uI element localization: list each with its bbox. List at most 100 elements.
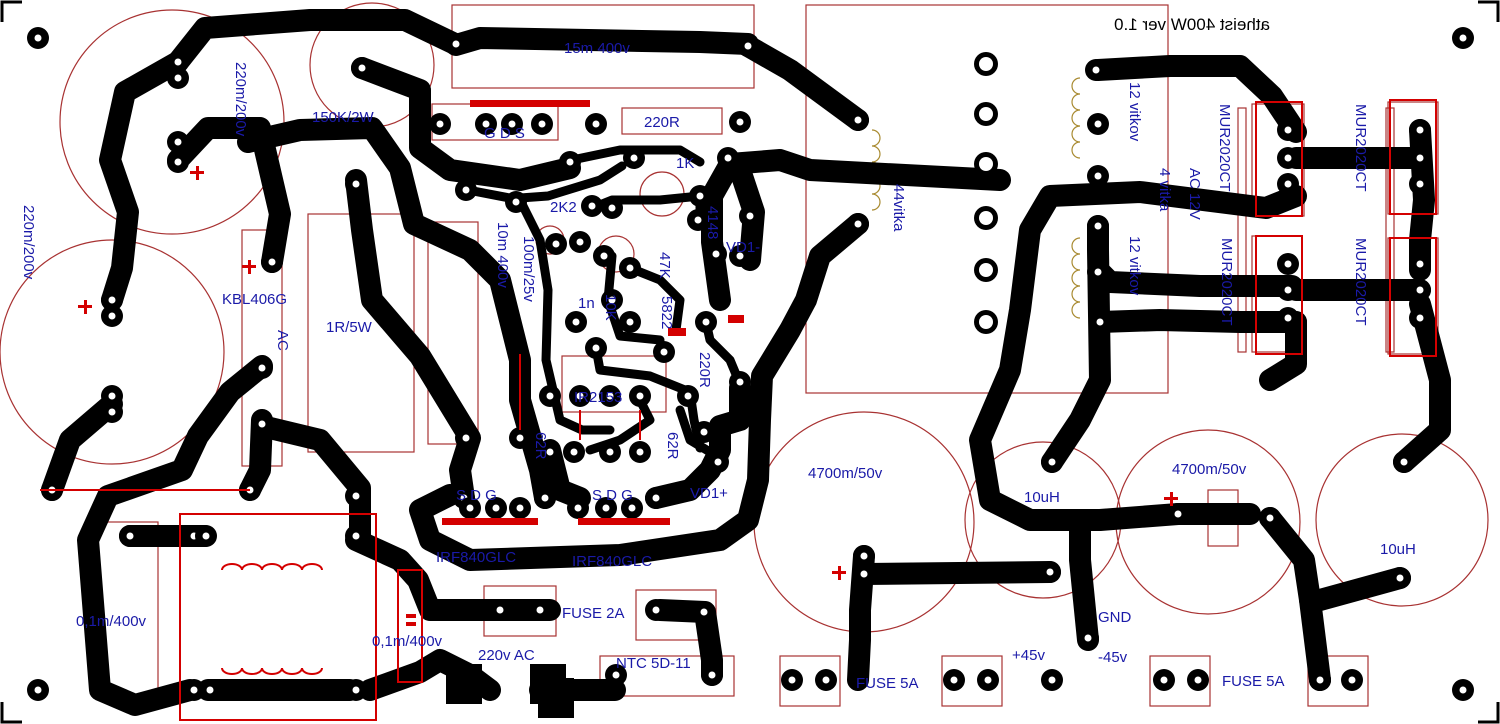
pad-hole — [190, 686, 198, 694]
pad-hole — [854, 220, 862, 228]
pad-hole — [202, 532, 210, 540]
pad-hole — [566, 158, 574, 166]
label-kbl406g: KBL406G — [222, 291, 287, 308]
pad-hole — [626, 264, 634, 272]
pad-hole — [516, 504, 524, 512]
pad-hole — [1284, 314, 1292, 322]
label-minus45: -45v — [1098, 649, 1128, 666]
square-pad — [538, 678, 574, 718]
pad-hole — [630, 154, 638, 162]
label-220v-ac: 220v AC — [478, 647, 535, 664]
square-pad — [446, 664, 482, 704]
pad-hole — [570, 448, 578, 456]
pad-hole — [174, 58, 182, 66]
label-vd1-minus: VD1- — [726, 239, 760, 256]
label-100m: 100m/25v — [520, 236, 537, 302]
pad-hole — [576, 392, 584, 400]
label-pins-a: S D G — [456, 487, 497, 504]
label-gnd: GND — [1098, 609, 1132, 626]
pad-hole — [724, 154, 732, 162]
pad-hole — [984, 676, 992, 684]
pad-hole — [592, 344, 600, 352]
component-labels: atheist 400W ver 1.0 15m 400v 220m/200v … — [20, 15, 1416, 692]
pad-hole — [258, 364, 266, 372]
label-irf840-b: IRF840GLC — [572, 553, 652, 570]
pad-hole — [1284, 154, 1292, 162]
pad-hole — [600, 252, 608, 260]
pad-hole — [626, 318, 634, 326]
pad-hole — [574, 504, 582, 512]
pad-hole — [606, 392, 614, 400]
pad-hole — [34, 34, 42, 42]
pad-hole — [606, 448, 614, 456]
label-10m: 10m 400v — [494, 222, 511, 288]
pad-hole — [1084, 634, 1092, 642]
pad-hole — [108, 408, 116, 416]
pad-hole — [694, 216, 702, 224]
pad-hole — [1094, 172, 1102, 180]
label-1k: 1K — [676, 155, 694, 172]
label-62r-a: 62R — [532, 432, 549, 460]
label-ac12v: AC 12V — [1186, 168, 1203, 220]
pad-hole — [1094, 268, 1102, 276]
pad-hole — [546, 392, 554, 400]
copper-traces — [41, 9, 1451, 716]
pad-hole — [1316, 676, 1324, 684]
pad-hole — [1284, 260, 1292, 268]
pad-hole — [482, 120, 490, 128]
pad-hole — [452, 40, 460, 48]
label-mur-1: MUR2020CT — [1216, 104, 1233, 192]
pad-hole — [1048, 458, 1056, 466]
pad-hole — [1459, 34, 1467, 42]
pad-hole — [1416, 286, 1424, 294]
pad-hole — [352, 492, 360, 500]
pad-hole — [352, 532, 360, 540]
pad-hole — [541, 494, 549, 502]
label-ac: AC — [274, 330, 291, 351]
pad-hole — [708, 671, 716, 679]
pad-hole — [602, 504, 610, 512]
pad-hole — [1284, 286, 1292, 294]
pad-hole — [592, 120, 600, 128]
pad-hole — [736, 378, 744, 386]
pad-hole — [352, 686, 360, 694]
label-2k2: 2K2 — [550, 199, 577, 216]
pad-hole — [552, 240, 560, 248]
label-220m-top: 220m/200v — [232, 62, 249, 137]
pad-hole — [714, 458, 722, 466]
label-mur-4: MUR2020CT — [1352, 238, 1369, 326]
pad-hole — [34, 686, 42, 694]
pad-hole — [744, 42, 752, 50]
label-5822: 5822 — [658, 296, 675, 329]
label-220r: 220R — [644, 114, 680, 131]
pad-hole — [1416, 180, 1424, 188]
pad-hole — [1284, 180, 1292, 188]
pad-hole — [1416, 154, 1424, 162]
pad-hole — [736, 252, 744, 260]
red-silkscreen — [40, 99, 1437, 721]
pad-hole — [1046, 568, 1054, 576]
pad-hole — [512, 198, 520, 206]
pad-hole — [572, 318, 580, 326]
pad-hole — [258, 420, 266, 428]
pad-hole — [462, 186, 470, 194]
label-47k: 47K — [656, 252, 673, 279]
pad-hole — [1459, 686, 1467, 694]
pad-hole — [1094, 222, 1102, 230]
label-01m-a: 0,1m/400v — [76, 613, 147, 630]
pad-hole — [700, 608, 708, 616]
pad-hole — [636, 392, 644, 400]
transformer-pad-hole — [979, 107, 993, 121]
pad-hole — [1160, 676, 1168, 684]
pad-hole — [628, 504, 636, 512]
pad-hole — [608, 204, 616, 212]
label-4148: 4148 — [704, 206, 721, 239]
label-4700m-b: 4700m/50v — [1172, 461, 1247, 478]
transformer-pad-hole — [979, 211, 993, 225]
label-fuse-2a: FUSE 2A — [562, 605, 625, 622]
label-pins-top: G D S — [484, 125, 525, 142]
pad-hole — [496, 606, 504, 614]
pad-hole — [492, 504, 500, 512]
